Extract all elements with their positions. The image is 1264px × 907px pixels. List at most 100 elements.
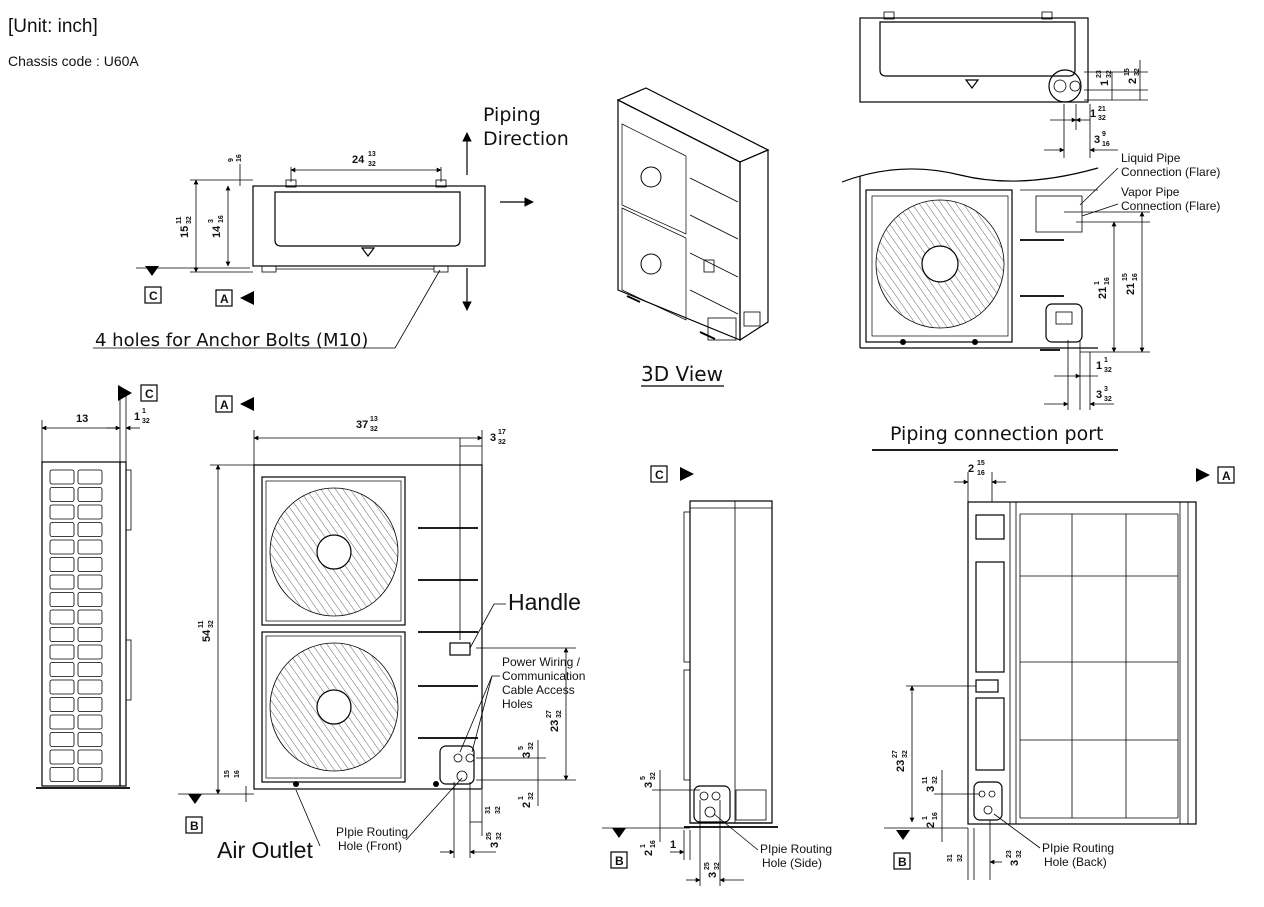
dim-back-c-den: 32 — [957, 854, 964, 862]
dim-front-hole-h-num: 27 — [546, 710, 553, 718]
pipe-front-line2: Hole (Front) — [338, 839, 402, 853]
dim-top-depth-outer-num: 11 — [176, 216, 183, 224]
grille-slot — [77, 557, 103, 572]
grille-slot — [49, 644, 75, 660]
grille-slot — [49, 679, 75, 695]
dim-port-bottom-whole: 1 — [1096, 360, 1102, 372]
3d-view: 3D View — [616, 87, 770, 387]
dim-front-height-num: 11 — [198, 620, 205, 628]
dim-top-depth-inner-whole: 14 — [211, 225, 223, 238]
grille-slot — [49, 714, 75, 730]
dim-top-depth-outer-whole: 15 — [179, 226, 191, 238]
front-view: 37 13 32 3 17 32 54 11 32 15 16 B A — [178, 395, 585, 863]
grille-slot — [49, 574, 75, 590]
dim-port-bottom-num: 1 — [1104, 357, 1108, 364]
section-b-front-icon — [188, 794, 202, 804]
grille-slot — [49, 767, 75, 782]
piping-direction-line1: Piping — [483, 104, 541, 126]
section-a-front-icon — [240, 397, 254, 411]
section-c-side-icon — [118, 385, 132, 401]
dim-front-height-den: 32 — [208, 620, 215, 628]
grille-slot — [49, 504, 75, 520]
dim-back-a-num: 11 — [922, 776, 929, 784]
dim-front-hole-h-den: 32 — [556, 710, 563, 718]
grille-slot — [77, 609, 103, 625]
marker-a-front: A — [220, 398, 229, 412]
dim-back-b-whole: 2 — [925, 822, 937, 828]
air-outlet-label: Air Outlet — [217, 837, 313, 863]
dim-port-top-d-num: 9 — [1102, 131, 1106, 138]
dim-side-offset-whole: 1 — [134, 411, 140, 423]
marker-b-center: B — [615, 854, 624, 868]
dim-port-h2-den: 16 — [1132, 273, 1139, 281]
marker-a-top: A — [220, 292, 229, 306]
dim-front-hole-w-whole: 3 — [489, 842, 501, 848]
dim-back-a-whole: 3 — [925, 786, 937, 792]
dim-sideview-b-den: 16 — [650, 840, 657, 848]
piping-port-view: 1 23 32 2 15 32 1 21 32 3 9 16 — [841, 11, 1220, 451]
dim-back-top-den: 16 — [977, 470, 985, 477]
power-wiring-line4: Holes — [502, 697, 533, 711]
grille-slot — [77, 662, 103, 677]
dim-back-w-whole: 3 — [1009, 860, 1021, 866]
grille-slot — [49, 609, 75, 625]
pipe-front-line1: PIpie Routing — [336, 825, 408, 839]
dim-port-top-b-num: 15 — [1124, 68, 1131, 76]
pipe-back-line2: Hole (Back) — [1044, 855, 1107, 869]
liquid-pipe-line2: Connection (Flare) — [1121, 165, 1220, 179]
grille-slot — [77, 487, 103, 502]
piping-direction-line2: Direction — [483, 128, 569, 150]
grille-slot — [77, 469, 103, 485]
dim-port-bottom-den: 32 — [1104, 367, 1112, 374]
dim-port-top-a-whole: 1 — [1099, 80, 1111, 86]
dim-top-width-num: 13 — [368, 151, 376, 158]
grille-slot — [77, 592, 103, 607]
section-a-back-icon — [1196, 468, 1210, 482]
dim-back-w-num: 23 — [1006, 850, 1013, 858]
unit-label: [Unit: inch] — [8, 16, 98, 37]
dim-top-offset-den: 16 — [236, 154, 243, 162]
dim-front-bottom-den: 16 — [234, 770, 241, 778]
dim-side-offset-num: 1 — [142, 408, 146, 415]
piping-port-title: Piping connection port — [890, 423, 1103, 445]
dim-port-top-a-num: 23 — [1096, 70, 1103, 78]
pipe-side-line2: Hole (Side) — [762, 856, 822, 870]
dim-top-depth-inner-den: 16 — [218, 215, 225, 223]
dim-front-hole-h-whole: 23 — [549, 720, 561, 732]
dim-port-h2-whole: 21 — [1125, 283, 1137, 295]
grille-slot — [49, 557, 75, 572]
grille-slot — [49, 627, 75, 642]
anchor-bolts-label: 4 holes for Anchor Bolts (M10) — [95, 330, 368, 351]
grille-slot — [49, 662, 75, 677]
dim-port-bottom2-den: 32 — [1104, 396, 1112, 403]
dim-top-depth-outer-den: 32 — [186, 216, 193, 224]
dim-back-top-whole: 2 — [968, 463, 974, 475]
dim-top-offset-num: 9 — [228, 158, 235, 162]
dim-port-top-d-whole: 3 — [1094, 134, 1100, 146]
grille-slot — [77, 767, 103, 782]
dim-back-w-den: 32 — [1016, 850, 1023, 858]
dim-front-hole-b-den: 32 — [528, 792, 535, 800]
dim-port-bottom2-whole: 3 — [1096, 389, 1102, 401]
dim-sideview-w-whole: 3 — [707, 872, 719, 878]
dim-top-width-whole: 24 — [352, 154, 365, 166]
dim-front-width-den: 32 — [370, 426, 378, 433]
marker-c-top: C — [149, 289, 158, 303]
dim-back-h-num: 27 — [892, 750, 899, 758]
dim-front-right-num: 17 — [498, 429, 506, 436]
dim-sideview-a-whole: 3 — [643, 782, 655, 788]
section-b-back-icon — [896, 830, 910, 840]
dim-front-hole-a-num: 5 — [518, 746, 525, 750]
section-a-marker-icon — [240, 291, 254, 305]
section-b-center-icon — [612, 828, 626, 838]
dim-port-h2-num: 15 — [1122, 273, 1129, 281]
power-wiring-line1: Power Wiring / — [502, 655, 581, 669]
airflow-arrow-icon — [360, 247, 376, 257]
pipe-back-line1: PIpie Routing — [1042, 841, 1114, 855]
grille-slot — [49, 592, 75, 607]
marker-c-side: C — [145, 387, 154, 401]
grille-slot — [77, 749, 103, 765]
top-view: 24 13 32 9 16 15 11 32 14 3 16 C A — [93, 104, 569, 351]
dim-sideview-w-den: 32 — [714, 862, 721, 870]
vapor-pipe-line1: Vapor Pipe — [1121, 185, 1180, 199]
